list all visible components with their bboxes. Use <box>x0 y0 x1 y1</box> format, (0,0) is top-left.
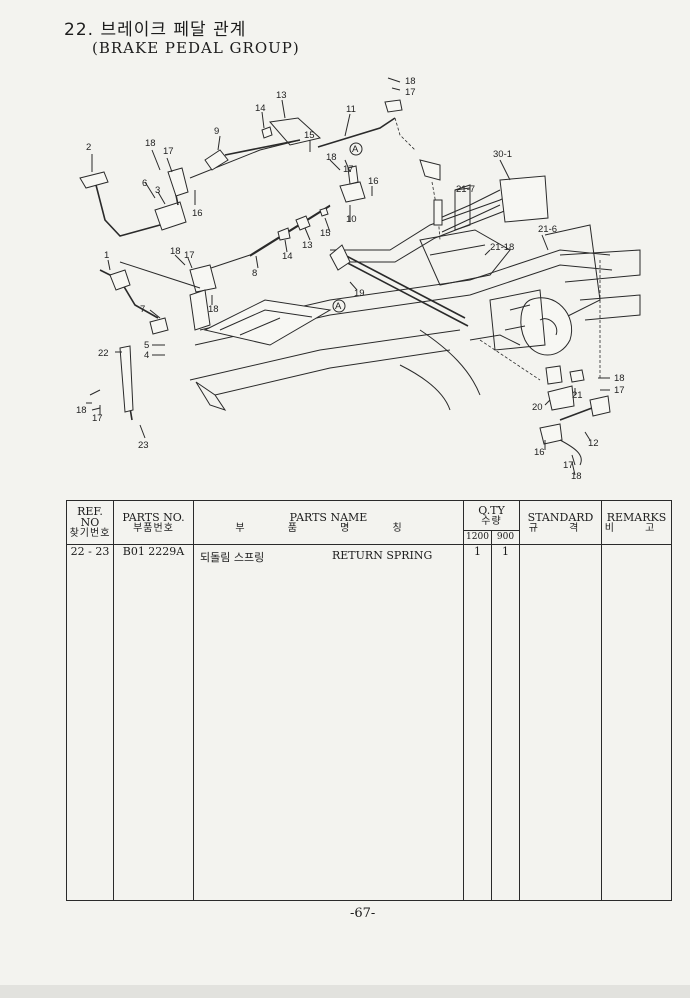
svg-text:22: 22 <box>98 348 109 359</box>
svg-text:18: 18 <box>326 152 337 163</box>
svg-text:18: 18 <box>571 471 582 482</box>
svg-text:8: 8 <box>252 268 257 279</box>
svg-text:13: 13 <box>276 90 287 101</box>
cell-part-name: 되돌림 스프링 RETURN SPRING <box>193 544 464 901</box>
svg-text:A: A <box>352 144 359 155</box>
cell-qty-900: 1 <box>490 544 521 901</box>
svg-text:15: 15 <box>304 130 315 141</box>
table-row: 22 - 23 B01 2229A 되돌림 스프링 RETURN SPRING … <box>66 544 673 901</box>
svg-text:10: 10 <box>346 214 357 225</box>
svg-text:18: 18 <box>405 76 416 87</box>
header-qty: Q.TY 수량 <box>462 500 521 531</box>
svg-text:21-18: 21-18 <box>490 242 514 253</box>
svg-text:4: 4 <box>144 350 149 361</box>
header-remarks: REMARKS 비 고 <box>601 500 673 545</box>
header-parts-no: PARTS NO. 부품번호 <box>113 500 194 545</box>
svg-text:21: 21 <box>572 390 583 401</box>
scan-edge <box>0 985 690 998</box>
svg-text:16: 16 <box>534 447 545 458</box>
svg-text:20: 20 <box>532 402 543 413</box>
svg-text:12: 12 <box>588 438 599 449</box>
page-title-korean: 22. 브레이크 페달 관계 <box>64 20 247 40</box>
svg-text:30-1: 30-1 <box>493 149 512 160</box>
cell-ref-no: 22 - 23 <box>66 544 114 901</box>
svg-text:17: 17 <box>614 385 625 396</box>
part-name-korean: 되돌림 스프링 <box>200 551 265 564</box>
svg-text:16: 16 <box>368 176 379 187</box>
svg-text:17: 17 <box>92 413 103 424</box>
header-standard: STANDARD 규 격 <box>519 500 603 545</box>
svg-text:18: 18 <box>208 304 219 315</box>
svg-text:16: 16 <box>192 208 203 219</box>
cell-part-no: B01 2229A <box>113 544 194 901</box>
svg-text:11: 11 <box>346 104 356 115</box>
svg-text:2: 2 <box>86 142 91 153</box>
svg-text:14: 14 <box>255 103 266 114</box>
cell-remarks <box>601 544 673 901</box>
header-parts-name: PARTS NAME 부 품 명 칭 <box>193 500 464 545</box>
svg-text:19: 19 <box>354 288 365 299</box>
svg-text:13: 13 <box>302 240 313 251</box>
svg-text:17: 17 <box>563 460 574 471</box>
parts-table: REF. NO 찾기번호 PARTS NO. 부품번호 PARTS NAME 부… <box>66 500 673 901</box>
svg-text:18: 18 <box>614 373 625 384</box>
svg-text:7: 7 <box>140 304 145 315</box>
svg-text:A: A <box>335 301 342 312</box>
svg-text:21-6: 21-6 <box>538 224 557 235</box>
svg-text:18: 18 <box>145 138 156 149</box>
svg-text:3: 3 <box>155 185 160 196</box>
svg-text:17: 17 <box>163 146 174 157</box>
svg-text:1: 1 <box>104 250 109 261</box>
svg-text:14: 14 <box>282 251 293 262</box>
svg-text:18: 18 <box>170 246 181 257</box>
page-title-english: (BRAKE PEDAL GROUP) <box>92 39 300 57</box>
page-number: -67- <box>350 906 376 921</box>
svg-text:17: 17 <box>405 87 416 98</box>
header-ref-no: REF. NO 찾기번호 <box>66 500 114 545</box>
header-qty-900: 900 <box>490 530 521 545</box>
svg-text:15: 15 <box>320 228 331 239</box>
svg-text:5: 5 <box>144 340 149 351</box>
header-qty-1200: 1200 <box>463 530 492 545</box>
part-name-english: RETURN SPRING <box>332 549 433 562</box>
cell-qty-1200: 1 <box>463 544 492 901</box>
svg-text:23: 23 <box>138 440 149 451</box>
svg-text:17: 17 <box>343 164 354 175</box>
svg-text:18: 18 <box>76 405 87 416</box>
svg-text:21-7: 21-7 <box>456 184 475 195</box>
svg-text:9: 9 <box>214 126 219 137</box>
svg-text:17: 17 <box>184 250 195 261</box>
cell-standard <box>519 544 603 901</box>
svg-text:6: 6 <box>142 178 147 189</box>
